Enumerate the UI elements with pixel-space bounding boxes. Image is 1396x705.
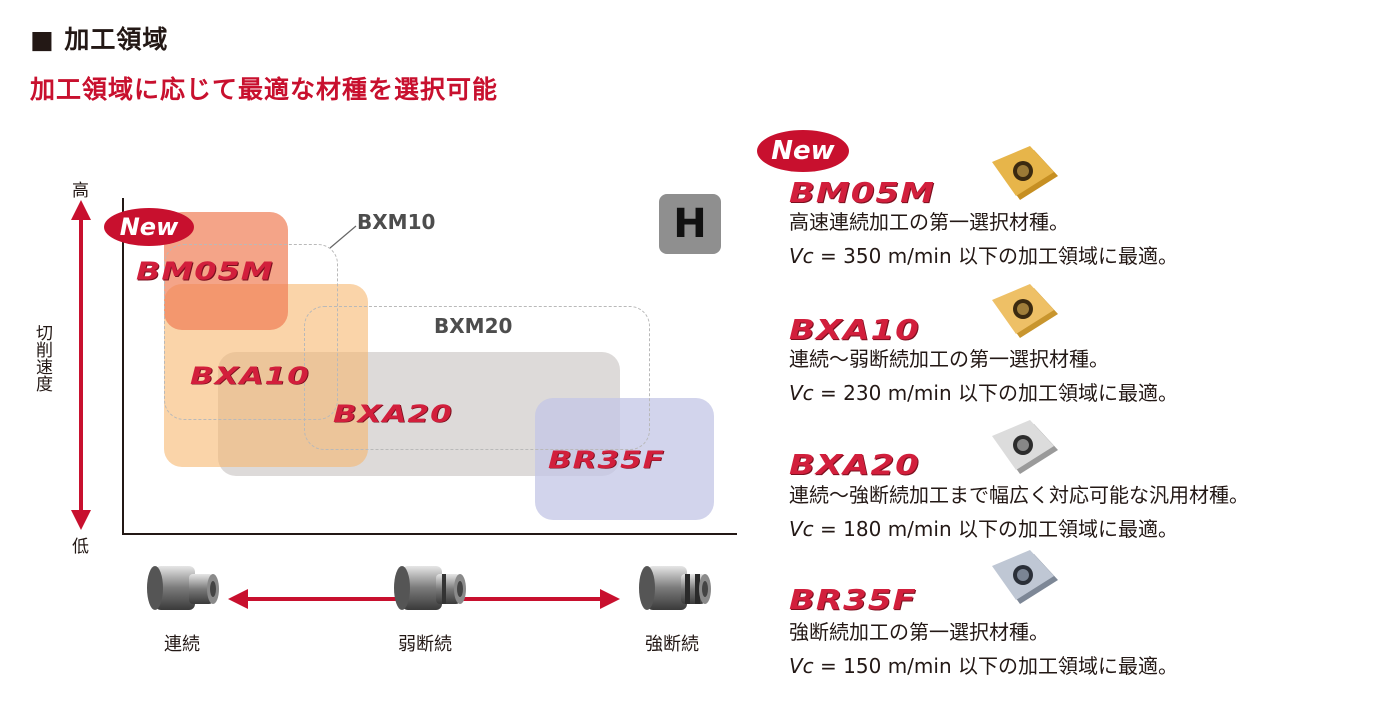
section-subtitle: 加工領域に応じて最適な材種を選択可能	[30, 75, 499, 104]
desc-bxa10: 連続〜弱断続加工の第一選択材種。 Vc = 230 m/min 以下の加工領域に…	[789, 342, 1178, 410]
desc-br35f-line1: 強断続加工の第一選択材種。	[789, 620, 1049, 644]
region-bxm10-dashed	[164, 244, 338, 420]
desc-bxa20-line1: 連続〜強断続加工まで幅広く対応可能な汎用材種。	[789, 483, 1249, 507]
label-bxa10: BXA10	[190, 361, 310, 391]
label-bxa20: BXA20	[333, 399, 453, 429]
region-bxm20-dashed	[304, 306, 650, 450]
y-axis-arrow	[71, 200, 91, 530]
x-label-continuous: 連続	[164, 634, 200, 655]
heavy-interrupted-workpiece-icon	[639, 566, 711, 610]
desc-bm05m-line2: Vc = 350 m/min 以下の加工領域に最適。	[789, 244, 1178, 268]
desc-bxa20-line2: Vc = 180 m/min 以下の加工領域に最適。	[789, 517, 1178, 541]
bxm10-label: BXM10	[357, 210, 436, 234]
grade-title-bxa10: BXA10	[789, 313, 920, 347]
desc-bxa10-line2: Vc = 230 m/min 以下の加工領域に最適。	[789, 381, 1178, 405]
insert-bm05m-icon	[992, 146, 1058, 200]
grade-title-bm05m: BM05M	[789, 176, 935, 210]
continuous-workpiece-icon	[147, 566, 219, 610]
desc-br35f: 強断続加工の第一選択材種。 Vc = 150 m/min 以下の加工領域に最適。	[789, 615, 1178, 683]
desc-bxa10-line1: 連続〜弱断続加工の第一選択材種。	[789, 347, 1109, 371]
desc-br35f-line2: Vc = 150 m/min 以下の加工領域に最適。	[789, 654, 1178, 678]
material-h-badge: H	[659, 194, 721, 254]
bxm20-label: BXM20	[434, 314, 513, 338]
x-label-light-interrupted: 弱断続	[398, 634, 452, 655]
bxm10-leader-line	[329, 225, 357, 249]
new-badge-chart: New	[104, 208, 194, 246]
desc-bm05m: 高速連続加工の第一選択材種。 Vc = 350 m/min 以下の加工領域に最適…	[789, 205, 1178, 273]
y-axis-title: 切削速度	[32, 324, 52, 392]
section-title: ■ 加工領域	[30, 25, 169, 54]
label-bm05m: BM05M	[136, 256, 274, 286]
label-br35f: BR35F	[548, 445, 665, 475]
y-axis-low-label: 低	[72, 537, 89, 557]
insert-br35f-icon	[992, 550, 1058, 604]
grade-title-bxa20: BXA20	[789, 448, 920, 482]
x-label-heavy-interrupted: 強断続	[645, 634, 699, 655]
light-interrupted-workpiece-icon	[394, 566, 466, 610]
insert-bxa20-icon	[992, 420, 1058, 474]
new-badge-bm05m: New	[757, 130, 849, 172]
plot-y-axis-line	[122, 198, 124, 535]
desc-bm05m-line1: 高速連続加工の第一選択材種。	[789, 210, 1069, 234]
insert-bxa10-icon	[992, 284, 1058, 338]
grade-title-br35f: BR35F	[789, 583, 917, 617]
desc-bxa20: 連続〜強断続加工まで幅広く対応可能な汎用材種。 Vc = 180 m/min 以…	[789, 478, 1249, 546]
region-br35f	[535, 398, 714, 520]
y-axis-high-label: 高	[72, 181, 89, 201]
plot-x-axis-line	[122, 533, 737, 535]
